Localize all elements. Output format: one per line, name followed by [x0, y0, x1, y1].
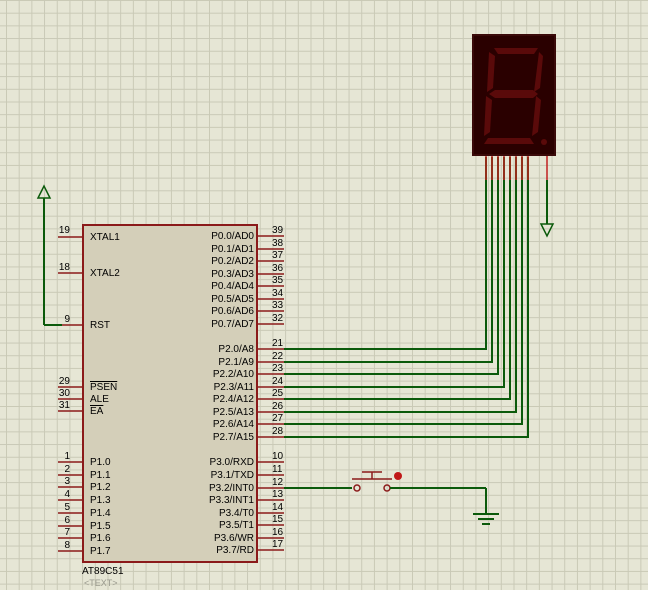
pin-label-p0-0: P0.0/AD0	[211, 231, 254, 242]
pin-number: 21	[272, 338, 284, 349]
pin-label-p1-6: P1.6	[90, 533, 111, 544]
pin-number: 27	[272, 413, 284, 424]
pin-number: 18	[58, 262, 70, 273]
pin-number: 11	[272, 464, 283, 475]
pin-label-psen: PSEN	[90, 382, 118, 393]
pin-label-p3-0: P3.0/RXD	[209, 457, 254, 468]
pin-number: 36	[272, 263, 284, 274]
pin-label-p1-2: P1.2	[90, 482, 111, 493]
pin-label-p0-3: P0.3/AD3	[211, 269, 254, 280]
pin-label-p3-3: P3.3/INT1	[208, 495, 254, 506]
pin-number: 31	[58, 400, 70, 411]
display-ground-terminal-icon[interactable]	[539, 180, 555, 238]
pin-label-xtal1: XTAL1	[90, 232, 120, 243]
pin-number: 2	[64, 464, 70, 475]
pin-number: 28	[272, 426, 284, 437]
pin-label-p1-1: P1.1	[90, 470, 111, 481]
pin-label-p2-6: P2.6/A14	[212, 419, 254, 430]
pin-number: 37	[272, 250, 284, 261]
pin-label-p3-7: P3.7/RD	[216, 545, 254, 556]
part-text-placeholder[interactable]: <TEXT>	[84, 578, 118, 588]
pin-number: 9	[64, 314, 70, 325]
pin-label-p1-5: P1.5	[90, 521, 111, 532]
pin-label-p3-2: P3.2/INT0	[208, 483, 254, 494]
pin-number: 7	[64, 527, 70, 538]
left-pin-stubs	[58, 236, 82, 552]
pin-label-p2-7: P2.7/A15	[212, 432, 254, 443]
pin-number: 24	[272, 376, 284, 387]
pin-number: 25	[272, 388, 284, 399]
pin-label-p3-1: P3.1/TXD	[210, 470, 254, 481]
pin-label-ale: ALE	[90, 394, 109, 405]
pin-number: 3	[64, 476, 70, 487]
pin-label-p0-7: P0.7/AD7	[211, 319, 254, 330]
pin-number: 26	[272, 401, 284, 412]
pin-number: 19	[58, 225, 70, 236]
right-pin-stubs	[258, 235, 284, 551]
power-terminal-icon[interactable]	[36, 184, 62, 326]
pin-label-p1-0: P1.0	[90, 457, 111, 468]
pin-number: 5	[64, 502, 70, 513]
pin-label-p0-5: P0.5/AD5	[211, 294, 254, 305]
pin-number: 6	[64, 515, 70, 526]
pin-number: 4	[64, 489, 70, 500]
pin-number: 17	[272, 539, 284, 550]
pin-number: 16	[272, 527, 284, 538]
pin-label-p2-5: P2.5/A13	[212, 407, 254, 418]
pin-label-p2-1: P2.1/A9	[218, 357, 254, 368]
p2-bus-wires[interactable]	[284, 157, 529, 438]
ground-symbol-icon[interactable]	[473, 513, 499, 525]
pin-number: 32	[272, 313, 284, 324]
pin-number: 1	[64, 451, 70, 462]
pin-label-rst: RST	[90, 320, 110, 331]
pin-label-p3-5: P3.5/T1	[218, 520, 254, 531]
at89c51-chip-body[interactable]	[82, 224, 258, 563]
pin-label-p0-6: P0.6/AD6	[211, 306, 254, 317]
pin-label-p0-2: P0.2/AD2	[211, 256, 254, 267]
pin-label-p2-4: P2.4/A12	[212, 394, 254, 405]
pin-number: 13	[272, 489, 284, 500]
pin-number: 8	[64, 540, 70, 551]
pin-label-p1-3: P1.3	[90, 495, 111, 506]
display-pin-stubs	[485, 156, 548, 180]
pin-number: 14	[272, 502, 284, 513]
pin-number: 23	[272, 363, 284, 374]
pin-number: 34	[272, 288, 284, 299]
pin-number: 15	[272, 514, 284, 525]
pin-label-p2-3: P2.3/A11	[213, 382, 254, 393]
seven-segment-display[interactable]	[472, 34, 556, 156]
pushbutton-switch-icon[interactable]	[284, 471, 487, 513]
pin-number: 35	[272, 275, 284, 286]
part-reference-label[interactable]: AT89C51	[82, 566, 124, 577]
pin-label-p0-1: P0.1/AD1	[211, 244, 254, 255]
pin-number: 38	[272, 238, 284, 249]
pin-label-p3-6: P3.6/WR	[213, 533, 254, 544]
pin-number: 29	[58, 376, 70, 387]
pin-label-p0-4: P0.4/AD4	[211, 281, 254, 292]
pin-label-p2-0: P2.0/A8	[218, 344, 254, 355]
pin-label-ea: EA	[90, 406, 104, 417]
pin-number: 30	[58, 388, 70, 399]
pin-label-p1-4: P1.4	[90, 508, 111, 519]
seven-segment-digit-icon	[484, 48, 547, 145]
pin-label-p1-7: P1.7	[90, 546, 111, 557]
pin-number: 10	[272, 451, 284, 462]
pin-label-p2-2: P2.2/A10	[212, 369, 254, 380]
pin-label-p3-4: P3.4/T0	[218, 508, 254, 519]
pin-number: 12	[272, 477, 284, 488]
pin-label-xtal2: XTAL2	[90, 268, 120, 279]
pin-number: 33	[272, 300, 284, 311]
pin-number: 22	[272, 351, 284, 362]
pin-number: 39	[272, 225, 284, 236]
